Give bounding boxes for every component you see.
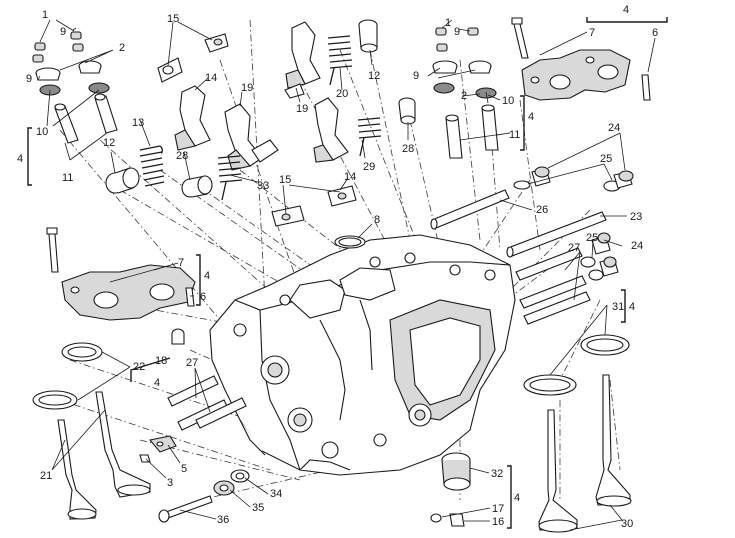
label-35: 35: [252, 502, 264, 514]
left-spring-13: [139, 145, 165, 187]
label-4-left-cap: 4: [204, 270, 210, 282]
left-keepers: [32, 31, 84, 63]
group-brackets: [27, 17, 668, 529]
bucket-12-right: [358, 19, 378, 53]
label-1-left: 1: [42, 9, 48, 21]
tubes-27-left: [167, 375, 247, 431]
label-12-left: 12: [103, 137, 115, 149]
cylinder-head: [209, 234, 516, 476]
label-3: 3: [167, 477, 173, 489]
label-26: 26: [536, 204, 548, 216]
label-13: 13: [132, 117, 144, 129]
label-36: 36: [217, 514, 229, 526]
label-16: 16: [492, 516, 504, 528]
label-2-left: 2: [119, 42, 125, 54]
rocker-arm-19-left: [224, 103, 279, 171]
label-4-right-31: 4: [629, 301, 635, 313]
label-12-right: 12: [368, 70, 380, 82]
label-5: 5: [181, 463, 187, 475]
washers-34-35-bolt-36: [158, 469, 250, 523]
label-11-left: 11: [62, 172, 73, 184]
label-1-right: 1: [445, 17, 451, 29]
label-28-right: 28: [402, 143, 414, 155]
label-30: 30: [621, 518, 633, 530]
label-10-right: 10: [502, 95, 514, 107]
label-22: 22: [133, 361, 145, 373]
plug-32-parts-16-17: [430, 452, 471, 527]
spring-20: [327, 35, 353, 86]
valves-21: [57, 391, 151, 520]
tubes-27-right: [515, 247, 591, 325]
label-18: 18: [155, 355, 167, 367]
camshaft-cap-top-right: [511, 17, 651, 101]
camshaft-cap-left: [46, 227, 196, 321]
valve-seats-31: [523, 334, 630, 396]
label-23: 23: [630, 211, 642, 223]
label-7-top-right: 7: [589, 27, 595, 39]
label-4-left-top: 4: [17, 153, 23, 165]
left-bucket-shim-12: [105, 167, 140, 194]
right-keepers: [435, 27, 479, 52]
label-19-right: 19: [296, 103, 308, 115]
seats-22: [32, 342, 103, 410]
tubes-26-23: [430, 189, 607, 258]
label-6-top-right: 6: [652, 27, 658, 39]
label-25-top: 25: [600, 153, 612, 165]
label-14-top: 14: [205, 72, 217, 84]
label-27-left: 27: [186, 357, 198, 369]
label-2-right: 2: [461, 90, 467, 102]
plugs-24-25-top: [513, 166, 634, 192]
plugs-24-25-bottom: [580, 232, 619, 281]
label-17: 17: [492, 503, 504, 515]
rocker-arm-29: [313, 97, 382, 163]
label-19-left: 19: [241, 82, 253, 94]
label-28-left: 28: [176, 150, 188, 162]
rocker-15-left: [157, 33, 229, 83]
callout-labels: 1 9 2 9 10 4 11 12 13 15 14 19 28 33 19 …: [17, 4, 658, 530]
label-21: 21: [40, 470, 52, 482]
label-14-mid: 14: [344, 171, 356, 183]
label-6-left: 6: [200, 291, 206, 303]
label-24-right: 24: [631, 240, 643, 252]
rocker-arm-14-left: [174, 85, 211, 151]
label-31: 31: [612, 301, 624, 313]
label-20: 20: [336, 88, 348, 100]
label-9-left-b: 9: [60, 26, 66, 38]
bucket-28-right: [398, 97, 416, 125]
label-4-bottom: 4: [514, 492, 520, 504]
label-15-mid: 15: [279, 174, 291, 186]
right-valve-guides: [445, 104, 499, 159]
o-ring-8: [334, 235, 366, 249]
label-24-top: 24: [608, 122, 620, 134]
label-10-left: 10: [36, 126, 48, 138]
label-7-left: 7: [178, 257, 184, 269]
left-valve-guides: [54, 93, 118, 144]
label-4-top-right: 4: [623, 4, 629, 16]
label-33: 33: [257, 180, 269, 192]
label-4-right-mid: 4: [528, 111, 534, 123]
left-spring-28-33: [181, 155, 243, 201]
label-25-right: 25: [586, 232, 598, 244]
label-15-top: 15: [167, 13, 179, 25]
leader-lines: [37, 19, 656, 531]
label-4-left-18: 4: [154, 377, 160, 389]
rocker-15-right: [271, 185, 357, 227]
label-11-right: 11: [509, 129, 520, 141]
valves-30: [538, 374, 632, 533]
label-32: 32: [491, 468, 503, 480]
label-34: 34: [270, 488, 282, 500]
label-9-left-a: 9: [26, 73, 32, 85]
label-9-right-b: 9: [413, 70, 419, 82]
label-27-right: 27: [568, 242, 580, 254]
rocker-arm-19-right: [284, 21, 321, 99]
label-29: 29: [363, 161, 375, 173]
left-valve-retainers: [35, 60, 110, 96]
label-9-right-a: 9: [454, 26, 460, 38]
guide-18: [171, 328, 185, 345]
label-8: 8: [374, 214, 380, 226]
